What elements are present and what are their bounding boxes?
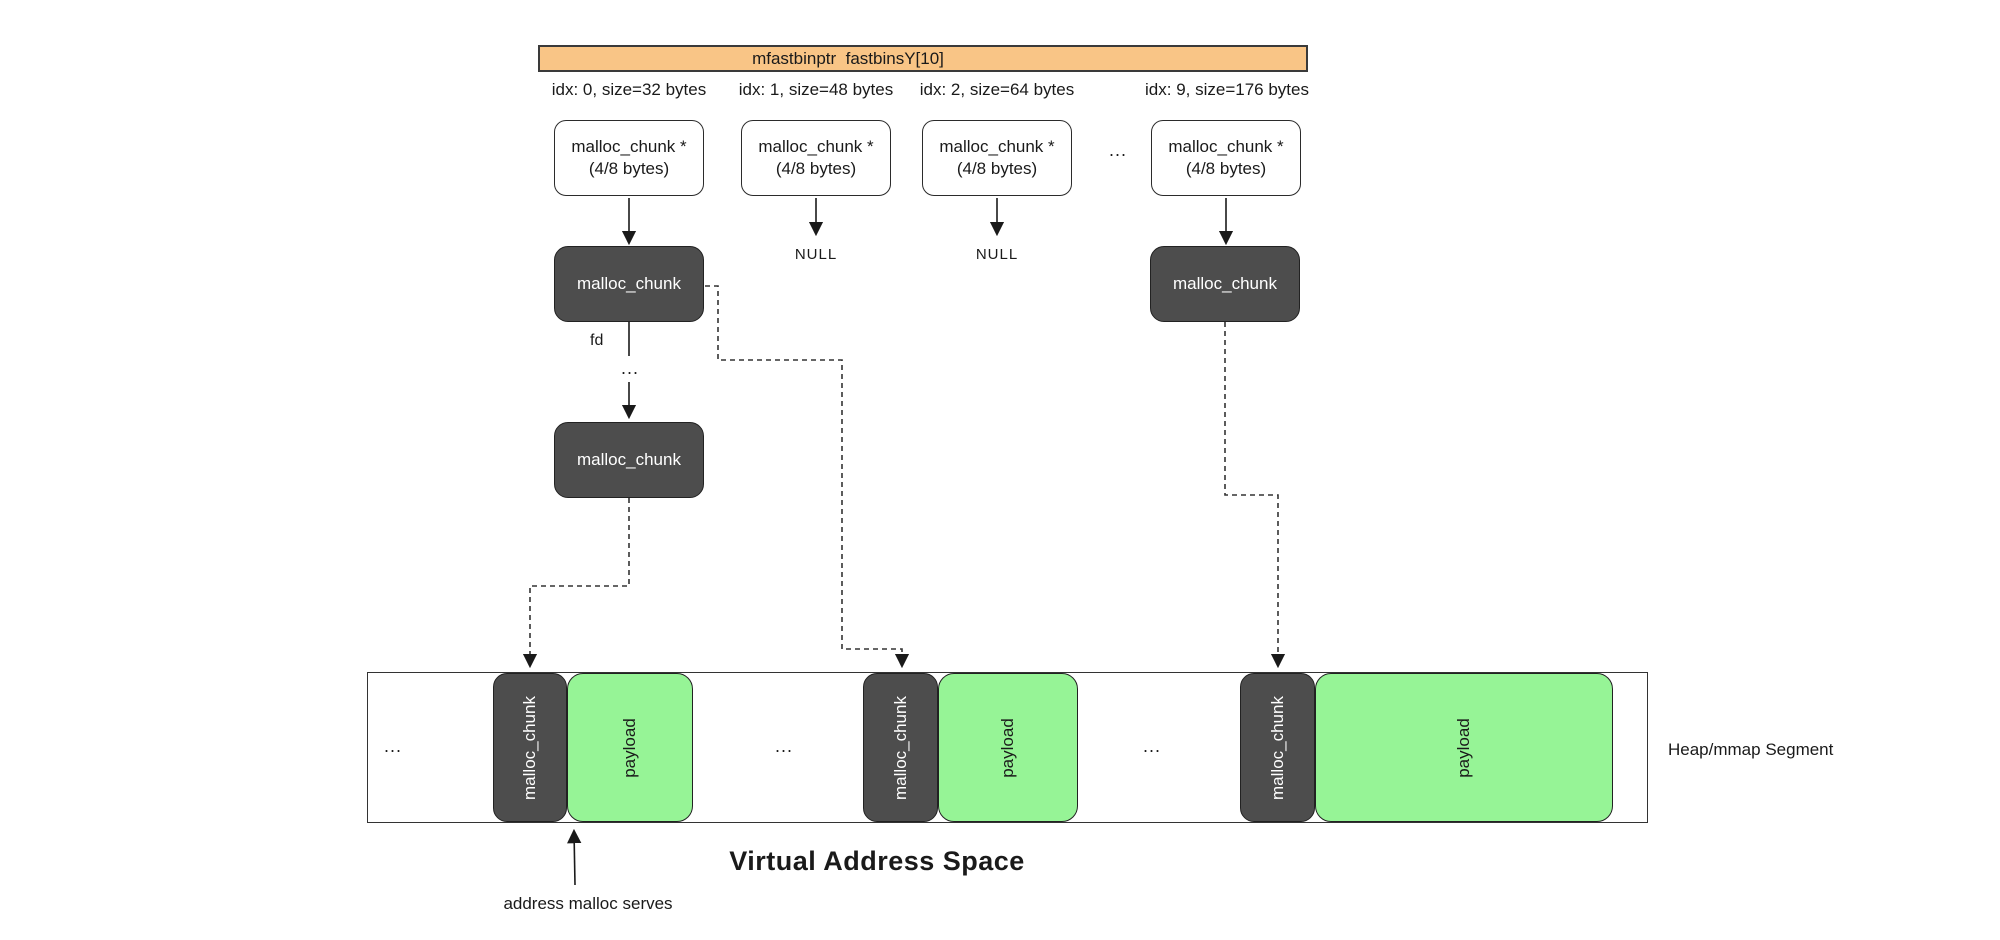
bin0-pointer-type: malloc_chunk * — [571, 137, 687, 156]
bin0-idx-label: idx: 0, size=32 bytes — [551, 80, 707, 99]
bin1-pointer-box: malloc_chunk * (4/8 bytes) — [741, 120, 891, 196]
heap-chunk-3-label: malloc_chunk — [1267, 695, 1287, 800]
heap-chunk-2-label: malloc_chunk — [890, 695, 910, 800]
bin2-pointer-type: malloc_chunk * — [939, 137, 1055, 156]
heap-chunk-2: malloc_chunk — [863, 673, 938, 822]
virtual-address-space-title: Virtual Address Space — [729, 846, 1025, 876]
bin9-head-chunk-label: malloc_chunk — [1173, 274, 1277, 293]
fastbins-array-bar: mfastbinptr fastbinsY[10] — [538, 45, 1308, 72]
bin2-pointer-size: (4/8 bytes) — [956, 159, 1038, 178]
dashed-link-head-chunk0-to-heap-chunk2 — [705, 285, 910, 669]
heap-chunk-3: malloc_chunk — [1240, 673, 1315, 822]
bin9-pointer-size: (4/8 bytes) — [1185, 159, 1267, 178]
fastbins-array-label: mfastbinptr fastbinsY[10] — [752, 48, 944, 68]
heap-payload-2-label: payload — [998, 717, 1017, 778]
address-malloc-serves-label: address malloc serves — [503, 894, 673, 913]
bin9-pointer-box: malloc_chunk * (4/8 bytes) — [1151, 120, 1301, 196]
bin1-idx-label: idx: 1, size=48 bytes — [738, 80, 894, 99]
bin9-pointer-type: malloc_chunk * — [1168, 137, 1284, 156]
bin1-pointer-size: (4/8 bytes) — [775, 159, 857, 178]
heap-chunk-1-label: malloc_chunk — [520, 695, 539, 800]
bin2-null-label: NULL — [975, 246, 1019, 263]
dashed-link-head-chunk9-to-heap-chunk3 — [1224, 322, 1286, 669]
heap-payload-1-label: payload — [620, 717, 639, 778]
bin0-head-chunk-label: malloc_chunk — [577, 274, 681, 293]
heap-segment-label: Heap/mmap Segment — [1668, 740, 1834, 759]
bin0-pointer-box: malloc_chunk * (4/8 bytes) — [554, 120, 704, 196]
bin1-pointer-type: malloc_chunk * — [758, 137, 874, 156]
bin0-head-chunk-box: malloc_chunk — [554, 246, 704, 322]
heap-chunk-1: malloc_chunk — [493, 673, 567, 822]
heap-ellipsis-1: ... — [383, 736, 402, 756]
arrow-address-malloc-serves — [567, 828, 582, 886]
bin9-idx-label: idx: 9, size=176 bytes — [1145, 80, 1309, 99]
fd-next-chunk-box: malloc_chunk — [554, 422, 704, 498]
fd-pointer-label: fd — [590, 332, 604, 349]
dashed-link-next-chunk-to-heap-chunk1 — [522, 498, 630, 669]
bin2-pointer-box: malloc_chunk * (4/8 bytes) — [922, 120, 1072, 196]
heap-ellipsis-2: ... — [774, 736, 793, 756]
bins-ellipsis: ... — [1108, 140, 1127, 160]
heap-payload-3-label: payload — [1454, 717, 1473, 778]
fd-chain-ellipsis: ... — [620, 358, 639, 378]
heap-payload-2: payload — [938, 673, 1078, 822]
heap-ellipsis-3: ... — [1142, 736, 1161, 756]
heap-payload-1: payload — [567, 673, 693, 822]
heap-payload-3: payload — [1315, 673, 1613, 822]
fd-next-chunk-label: malloc_chunk — [577, 450, 681, 469]
bin1-null-label: NULL — [794, 246, 838, 263]
bin0-pointer-size: (4/8 bytes) — [588, 159, 670, 178]
bin9-head-chunk-box: malloc_chunk — [1150, 246, 1300, 322]
bin2-idx-label: idx: 2, size=64 bytes — [919, 80, 1075, 99]
